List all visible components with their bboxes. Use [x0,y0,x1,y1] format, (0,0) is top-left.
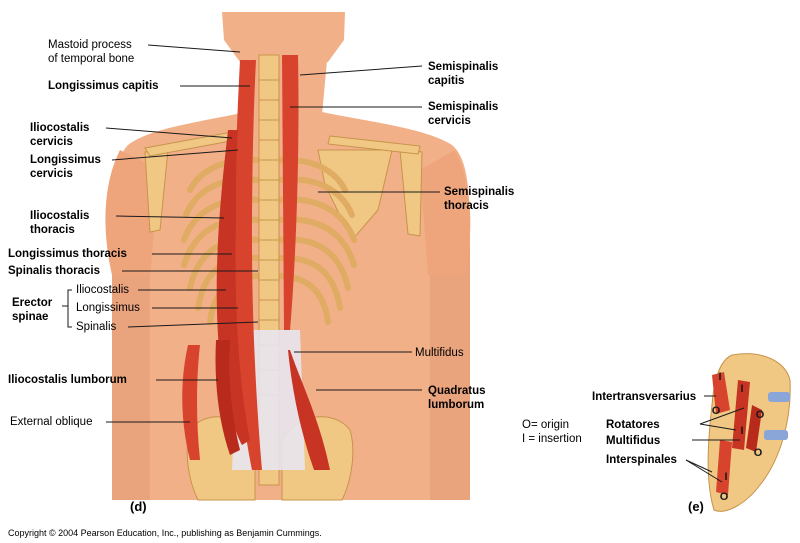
marker-origin-2: O [756,409,765,421]
right-clavicle [327,135,421,155]
label-mastoid-line1: Mastoid process [48,39,132,51]
label-semispinalis-thoracis: Semispinalis thoracis [444,185,514,213]
label-iliocostalis-thoracis: Iliocostalis thoracis [30,209,89,237]
label-iliocostalis-cervicis-line1: Iliocostalis [30,122,90,134]
label-semispinalis-thoracis-line2: thoracis [444,200,489,212]
marker-insertion-3: I [740,425,743,437]
label-semispinalis-cervicis-line2: cervicis [428,115,471,127]
marker-origin-1: O [712,405,721,417]
label-intertransversarius: Intertransversarius [592,391,697,403]
torso-shadow-right [430,230,470,500]
label-rotatores: Rotatores [606,419,660,431]
panel-label-e: (e) [688,499,704,514]
label-iliocostalis-thoracis-line2: thoracis [30,224,75,236]
leader-lines [62,44,440,423]
marker-insertion-4: I [724,471,727,483]
marker-insertion-1: I [718,371,721,383]
label-spinalis-thoracis: Spinalis thoracis [8,265,101,277]
label-quadratus-line1: Quadratus [428,385,486,397]
label-erector-line2: spinae [12,311,49,323]
label-longissimus: Longissimus [76,302,140,314]
iliocostalis-lumborum [215,340,240,455]
label-iliocostalis-cervicis: Iliocostalis cervicis [30,121,89,149]
label-iliocostalis-lumborum: Iliocostalis lumborum [8,374,127,386]
inset-muscle-2 [732,380,750,450]
label-semispinalis-cervicis: Semispinalis cervicis [428,100,498,128]
label-longissimus-cervicis-line2: cervicis [30,168,73,180]
label-multifidus-e: Multifidus [606,435,661,447]
label-longissimus-cervicis-line1: Longissimus [30,154,101,166]
label-semispinalis-capitis-line1: Semispinalis [428,61,499,73]
inset-muscle-1 [712,372,730,414]
label-longissimus-thoracis: Longissimus thoracis [8,248,127,260]
label-external-oblique: External oblique [10,416,93,428]
label-iliocostalis-thoracis-line1: Iliocostalis [30,210,90,222]
label-longissimus-cervicis: Longissimus cervicis [30,153,101,181]
label-multifidus: Multifidus [415,347,464,359]
marker-origin-4: O [720,491,729,503]
label-mastoid-line2: of temporal bone [48,53,135,65]
erector-spinae-muscles [182,55,330,470]
label-interspinales: Interspinales [606,454,677,466]
label-semispinalis-thoracis-line1: Semispinalis [444,186,515,198]
copyright-notice: Copyright © 2004 Pearson Education, Inc.… [8,528,322,538]
label-quadratus-lumborum: Quadratus lumborum [428,384,486,412]
torso-shadow-left [112,230,150,500]
legend-insertion: I = insertion [522,433,582,445]
label-semispinalis-cervicis-line1: Semispinalis [428,101,499,113]
label-mastoid-process: Mastoid process of temporal bone [48,38,134,66]
label-quadratus-line2: lumborum [428,399,485,411]
inset-leader-lines [685,395,745,483]
inset-disc-2 [764,430,788,440]
legend-origin: O= origin [522,419,569,431]
left-longissimus [234,60,262,470]
right-semispinalis [282,55,299,330]
right-upper-arm [420,150,471,275]
label-iliocostalis: Iliocostalis [76,284,130,296]
inset-muscle-4 [746,405,762,452]
inset-spine: I O I O I O I O [685,353,791,512]
label-erector-spinae: Erector spinae [12,296,52,324]
label-semispinalis-capitis-line2: capitis [428,75,465,87]
marker-origin-3: O [754,447,763,459]
marker-insertion-2: I [740,383,743,395]
panel-label-d: (d) [130,499,147,514]
inset-disc-1 [768,392,790,402]
right-quadratus [288,350,330,470]
label-semispinalis-capitis: Semispinalis capitis [428,60,498,88]
label-erector-line1: Erector [12,297,53,309]
label-longissimus-capitis: Longissimus capitis [48,80,159,92]
label-spinalis: Spinalis [76,321,117,333]
label-iliocostalis-cervicis-line2: cervicis [30,136,73,148]
back-figure [105,12,471,501]
inset-markers: I O I O I O I O [712,371,765,503]
external-oblique [182,345,200,460]
